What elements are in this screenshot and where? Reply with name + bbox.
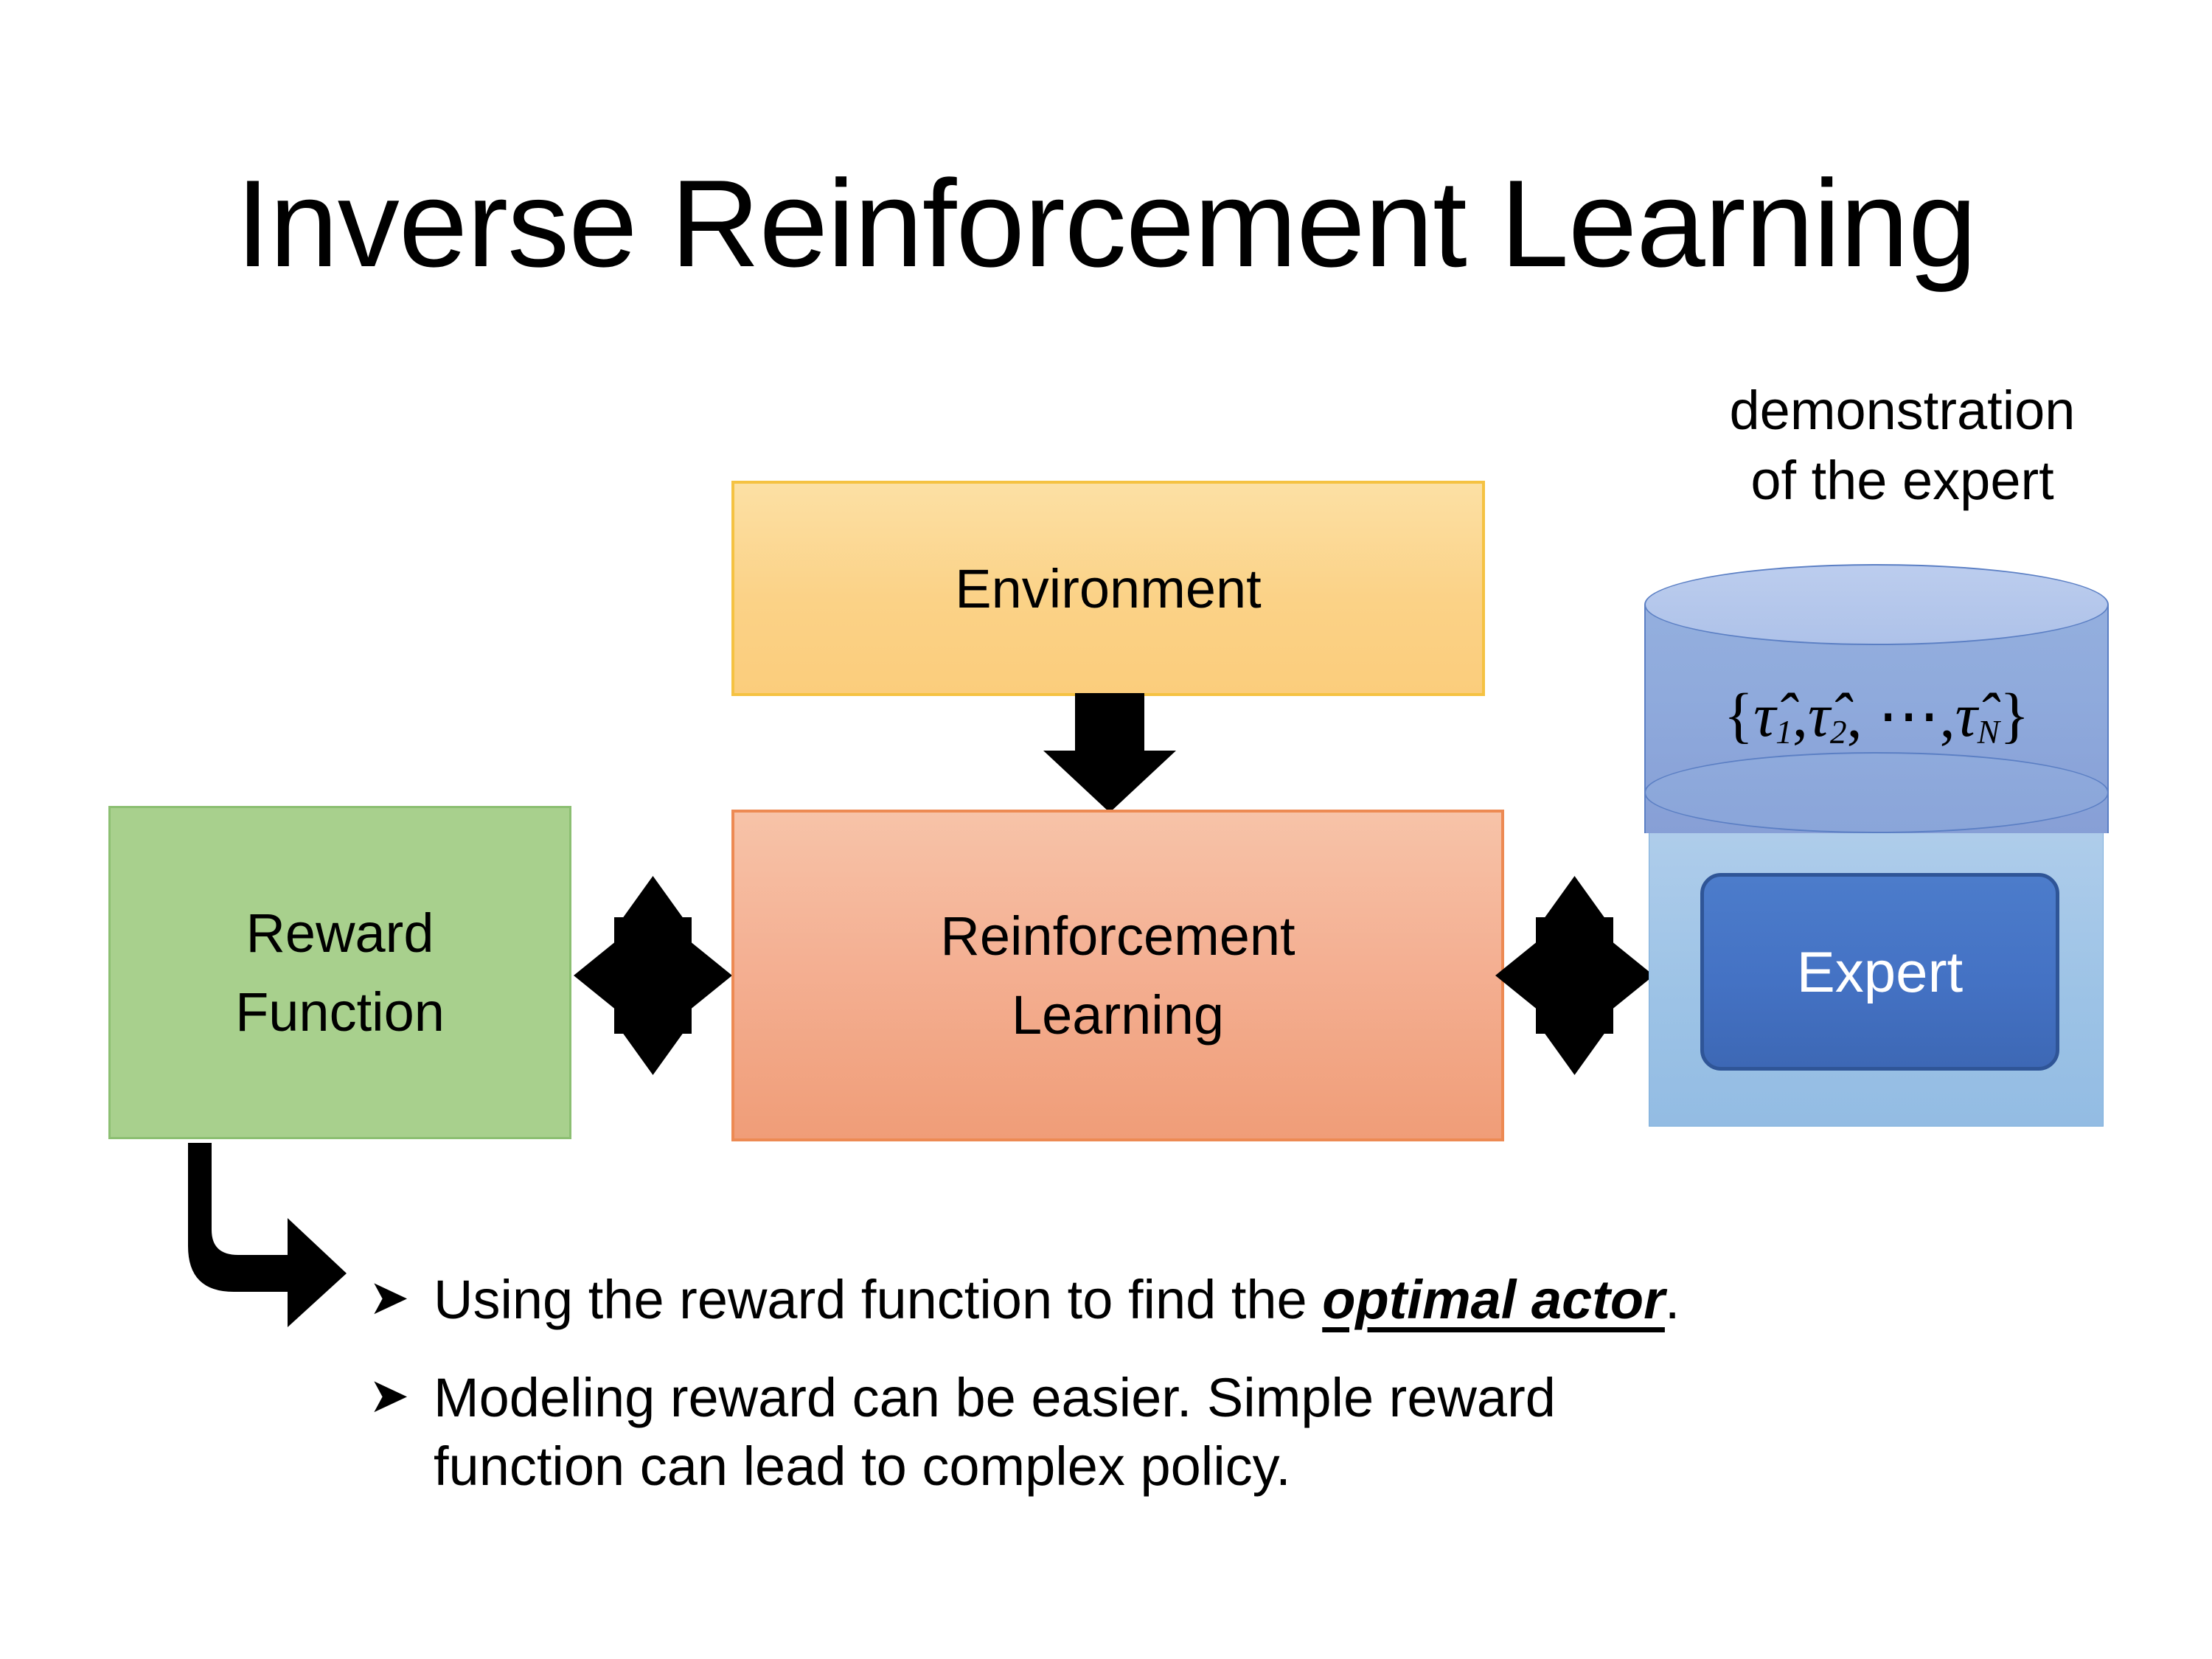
bullet-2-line-1: Modeling reward can be easier. Simple re… [434, 1367, 1556, 1429]
demonstration-label: demonstration of the expert [1644, 376, 2160, 515]
tau-hat-1: τ̂1 [1753, 680, 1792, 751]
reward-function-box-label: Reward Function [235, 894, 445, 1052]
four-way-arrow-rl-expert [1495, 876, 1654, 1075]
separator-1: , [1792, 681, 1808, 750]
bullet-marker-icon: ➤ [369, 1368, 410, 1423]
bullet-list: ➤ Using the reward function to find the … [369, 1265, 2138, 1531]
bullet-2-line-2: function can lead to complex policy. [434, 1436, 1291, 1498]
cylinder-bottom-ellipse [1644, 752, 2109, 833]
bullet-1-text-before: Using the reward function to find the [434, 1269, 1323, 1330]
expert-box[interactable]: Expert [1700, 873, 2059, 1071]
reward-function-box[interactable]: Reward Function [108, 806, 571, 1139]
reward-line-2: Function [235, 981, 445, 1043]
cylinder-top-ellipse [1644, 564, 2109, 645]
down-arrow-env-to-rl [1043, 693, 1176, 813]
environment-box[interactable]: Environment [731, 481, 1485, 696]
set-close-brace: } [1999, 681, 2030, 750]
bullet-1-text-after: . [1664, 1269, 1680, 1330]
separator-2: , ⋯, [1846, 681, 1955, 751]
tau-symbol-n: τ̂ [1955, 681, 1978, 750]
demonstration-cylinder[interactable]: {τ̂1, τ̂2, ⋯, τ̂N} [1644, 564, 2109, 863]
rl-line-2: Learning [1011, 984, 1224, 1046]
tau-subscript-n: N [1977, 713, 2000, 751]
tau-hat-n: τ̂N [1955, 680, 2000, 751]
page-title: Inverse Reinforcement Learning [235, 154, 1978, 293]
environment-box-label: Environment [955, 557, 1262, 619]
four-way-arrow-reward-rl [574, 876, 732, 1075]
cylinder-trajectory-set-label: {τ̂1, τ̂2, ⋯, τ̂N} [1644, 653, 2109, 778]
rl-line-1: Reinforcement [940, 905, 1295, 967]
expert-box-label: Expert [1796, 939, 1964, 1004]
bent-arrow-reward-to-bullets [188, 1143, 347, 1327]
bullet-item-2: ➤ Modeling reward can be easier. Simple … [369, 1363, 2138, 1500]
tau-symbol-1: τ̂ [1753, 681, 1776, 750]
reward-line-1: Reward [246, 902, 434, 964]
set-open-brace: { [1723, 681, 1754, 750]
bullet-1-emphasis: optimal actor [1322, 1269, 1665, 1330]
demonstration-label-line-2: of the expert [1750, 449, 2054, 511]
reinforcement-learning-box-label: Reinforcement Learning [940, 897, 1295, 1055]
tau-symbol-2: τ̂ [1807, 681, 1830, 750]
demonstration-label-line-1: demonstration [1729, 380, 2076, 441]
reinforcement-learning-box[interactable]: Reinforcement Learning [731, 810, 1504, 1141]
tau-subscript-2: 2 [1829, 713, 1847, 751]
bullet-marker-icon: ➤ [369, 1270, 410, 1324]
tau-subscript-1: 1 [1775, 713, 1792, 751]
tau-hat-2: τ̂2 [1808, 680, 1847, 751]
bullet-item-1: ➤ Using the reward function to find the … [369, 1265, 2138, 1334]
